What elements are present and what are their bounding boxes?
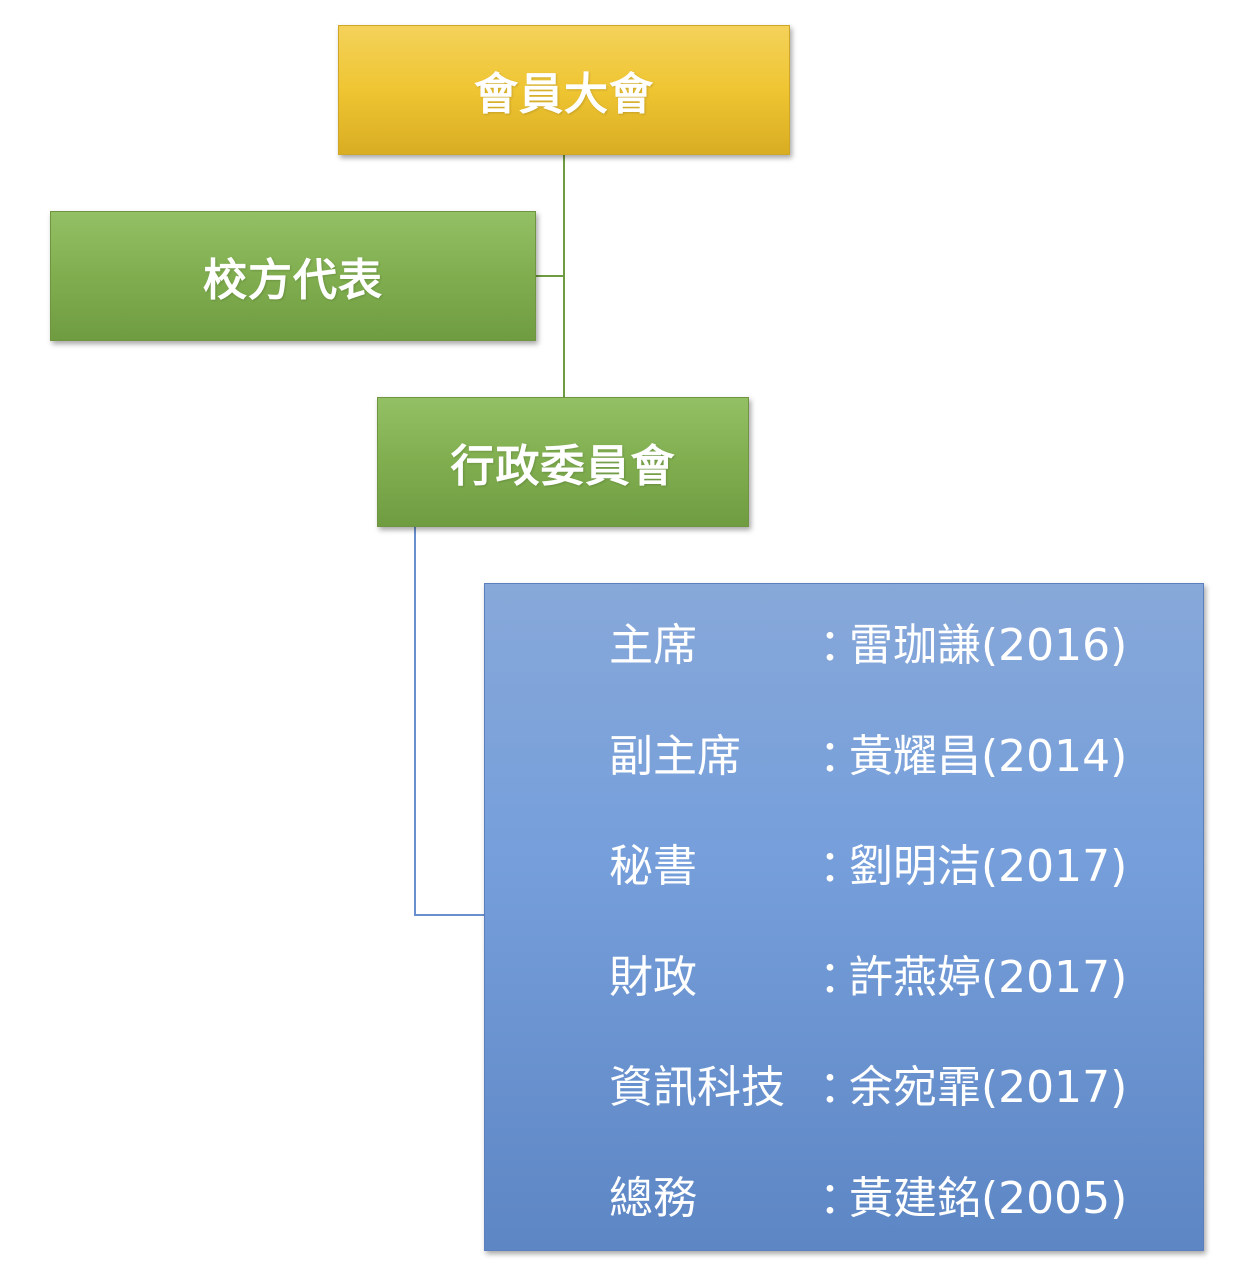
general-assembly-label: 會員大會 <box>474 69 654 120</box>
member-row-general-affairs: 總務 ： 黃建銘(2005) <box>609 1159 1127 1229</box>
connector-exec-to-members <box>414 527 484 916</box>
member-name: 許燕婷(2017) <box>849 952 1128 1003</box>
member-row-treasurer: 財政 ： 許燕婷(2017) <box>609 938 1127 1008</box>
member-row-secretary: 秘書 ： 劉明洁(2017) <box>609 827 1127 897</box>
member-name: 劉明洁(2017) <box>849 841 1128 892</box>
member-name: 雷珈謙(2016) <box>849 620 1128 671</box>
member-separator: ： <box>819 620 863 671</box>
school-rep-node: 校方代表 <box>50 211 536 341</box>
member-role: 財政 <box>609 952 697 1003</box>
member-row-vice-chair: 副主席 ： 黃耀昌(2014) <box>609 717 1127 787</box>
member-role: 主席 <box>609 620 697 671</box>
member-name: 黃建銘(2005) <box>849 1173 1128 1224</box>
member-separator: ： <box>819 841 863 892</box>
member-role: 副主席 <box>609 731 741 782</box>
member-row-chair: 主席 ： 雷珈謙(2016) <box>609 606 1127 676</box>
member-name: 黃耀昌(2014) <box>849 731 1128 782</box>
member-row-it: 資訊科技 ： 余宛霏(2017) <box>609 1048 1127 1118</box>
exec-committee-node: 行政委員會 <box>377 397 749 527</box>
member-separator: ： <box>819 731 863 782</box>
member-role: 秘書 <box>609 841 697 892</box>
member-separator: ： <box>819 1173 863 1224</box>
member-separator: ： <box>819 1062 863 1113</box>
school-rep-label: 校方代表 <box>203 255 383 306</box>
exec-committee-label: 行政委員會 <box>450 441 676 492</box>
committee-members-box: 主席 ： 雷珈謙(2016) 副主席 ： 黃耀昌(2014) 秘書 ： 劉明洁(… <box>484 583 1204 1251</box>
member-role: 資訊科技 <box>609 1062 785 1113</box>
member-role: 總務 <box>609 1173 697 1224</box>
general-assembly-node: 會員大會 <box>338 25 790 155</box>
member-name: 余宛霏(2017) <box>849 1062 1128 1113</box>
member-separator: ： <box>819 952 863 1003</box>
